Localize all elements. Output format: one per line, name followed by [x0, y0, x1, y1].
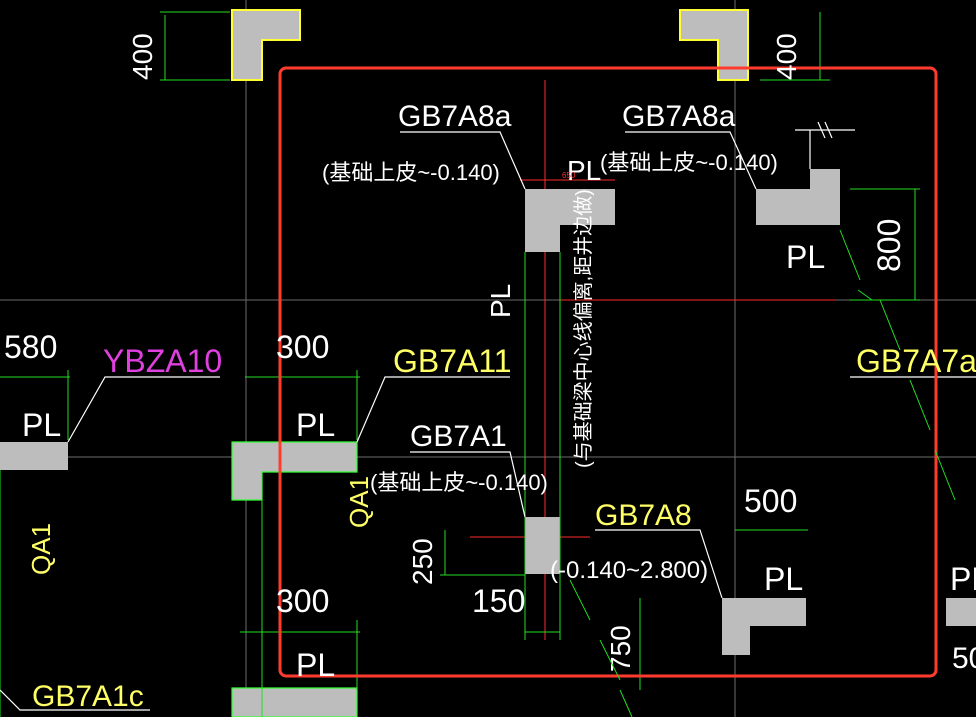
- dim-150: 150: [472, 583, 525, 619]
- column-bottom-left: [231, 687, 358, 717]
- label-gb7a1: GB7A1: [410, 420, 507, 453]
- label-ybza10: YBZA10: [103, 343, 222, 379]
- dim-400-right: 400: [771, 33, 802, 80]
- label-qa1-mid: QA1: [344, 476, 374, 528]
- label-pl-6: PL: [296, 647, 335, 683]
- dim-300-bottom: 300: [276, 583, 329, 619]
- label-gb7a11: GB7A11: [393, 343, 512, 379]
- column-gb7a8-right: [756, 169, 840, 225]
- drawing-labels: GB7A8a (基础上皮~-0.140) GB7A8a (基础上皮~-0.140…: [4, 33, 976, 713]
- label-pl-1: PL: [567, 155, 601, 186]
- label-pl-3: PL: [22, 407, 61, 443]
- wall-right-edge: [946, 598, 976, 626]
- label-gb7a8-left-note: (基础上皮~-0.140): [322, 160, 500, 185]
- label-gb7a1-note: (基础上皮~-0.140): [370, 470, 548, 495]
- label-pl-7: PL: [950, 561, 976, 597]
- label-pl-vertical: PL: [485, 284, 516, 318]
- dim-650: 650: [562, 171, 576, 180]
- wall-left-ybza10: [0, 442, 68, 470]
- dimension-lines: [0, 11, 920, 717]
- label-gb7a1c: GB7A1c: [32, 680, 144, 713]
- dim-750: 750: [605, 625, 636, 672]
- label-pl-4: PL: [296, 407, 335, 443]
- label-gb7a8-bottom-note: (-0.140~2.800): [550, 557, 708, 584]
- dim-500: 500: [744, 483, 797, 519]
- column-gb7a8-left: [525, 189, 615, 252]
- wall-sections: [0, 9, 976, 717]
- column-top-left: [231, 9, 301, 81]
- dim-580: 580: [4, 329, 57, 365]
- label-qa1-left: QA1: [26, 523, 56, 575]
- dim-50: 50: [952, 642, 976, 675]
- highlight-box: [278, 66, 938, 678]
- label-gb7a8-bottom: GB7A8: [595, 499, 692, 532]
- leader-lines: [0, 121, 976, 711]
- label-gb7a8-right: GB7A8a: [622, 100, 736, 133]
- label-gb7a8-right-note: (基础上皮~-0.140): [600, 150, 778, 175]
- dim-300-top: 300: [276, 329, 329, 365]
- column-gb7a8-bottom: [722, 598, 806, 655]
- dim-400-left: 400: [127, 33, 158, 80]
- label-pl-5: PL: [764, 561, 803, 597]
- label-pl-2: PL: [786, 239, 825, 275]
- label-gb7a7: GB7A7a: [856, 343, 976, 379]
- dim-800: 800: [871, 219, 907, 272]
- column-gb7a11: [231, 441, 358, 501]
- dim-250: 250: [407, 538, 438, 585]
- column-gb7a1: [525, 517, 560, 574]
- label-vertical-note: (与基础梁中心线偏离,距井边做): [572, 189, 595, 468]
- label-gb7a8-left: GB7A8a: [398, 100, 512, 133]
- column-top-right: [679, 9, 749, 81]
- break-lines: [569, 229, 956, 717]
